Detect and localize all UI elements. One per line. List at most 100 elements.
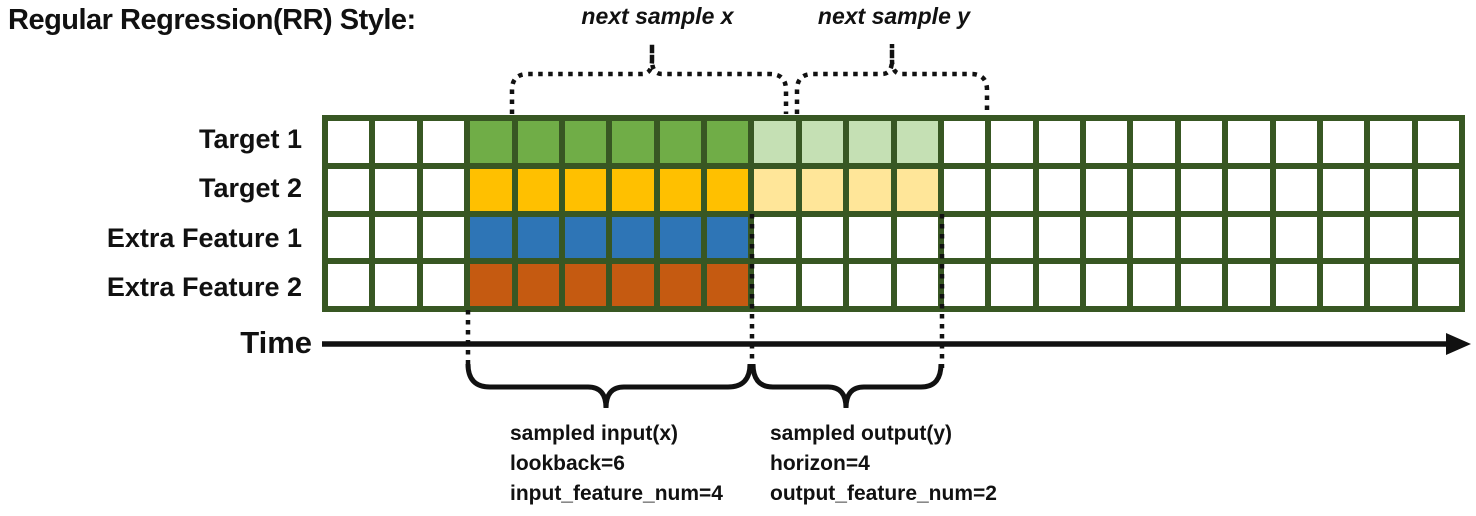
time-axis-arrowhead	[1446, 333, 1471, 355]
grid-cell	[707, 264, 749, 306]
input-feature-num-value: input_feature_num=4	[510, 482, 723, 505]
grid-cell	[1370, 216, 1412, 259]
sampled-input-brace	[465, 363, 753, 409]
row-label: Target 2	[198, 173, 302, 204]
grid-cell	[375, 121, 417, 163]
grid-cell	[1322, 121, 1365, 163]
grid-cell	[849, 168, 891, 211]
grid-cell	[422, 264, 465, 306]
grid-cell	[517, 121, 559, 163]
grid-cell	[896, 121, 938, 163]
grid-cell	[896, 264, 938, 306]
grid-cell	[1086, 168, 1128, 211]
grid-cell	[943, 168, 986, 211]
grid-cell	[1133, 121, 1175, 163]
grid-cell	[1038, 264, 1080, 306]
grid-cell	[801, 121, 844, 163]
grid-cell	[1370, 168, 1412, 211]
grid-cell	[1180, 216, 1223, 259]
lookback-value: lookback=6	[510, 452, 625, 475]
grid-cell	[1322, 216, 1365, 259]
grid-cell	[470, 121, 512, 163]
grid-cell	[707, 216, 749, 259]
grid-cell	[991, 121, 1033, 163]
grid-cell	[1086, 121, 1128, 163]
grid-cell	[1228, 264, 1270, 306]
grid-cell	[707, 121, 749, 163]
grid-cell	[470, 264, 512, 306]
grid-cell	[470, 216, 512, 259]
grid-cell	[754, 216, 796, 259]
grid-cell	[422, 168, 465, 211]
grid-cell	[1322, 264, 1365, 306]
grid-cell	[1133, 168, 1175, 211]
grid-cell	[328, 121, 370, 163]
grid-cell	[1133, 264, 1175, 306]
grid-cell	[1275, 168, 1317, 211]
grid-cell	[896, 216, 938, 259]
grid-cell	[659, 121, 701, 163]
grid-cell	[991, 216, 1033, 259]
grid-cell	[564, 121, 607, 163]
grid-cell	[943, 264, 986, 306]
grid-cell	[943, 121, 986, 163]
sampled-output-title: sampled output(y)	[770, 422, 952, 445]
grid-cell	[801, 216, 844, 259]
grid-cell	[1275, 121, 1317, 163]
grid-cell	[1180, 168, 1223, 211]
grid-cell	[328, 216, 370, 259]
grid-cell	[328, 264, 370, 306]
grid-cell	[1038, 121, 1080, 163]
grid-cell	[754, 168, 796, 211]
sampled-output-brace	[750, 363, 944, 409]
grid-cell	[564, 168, 607, 211]
grid-cell	[1370, 121, 1412, 163]
grid-cell	[1417, 168, 1459, 211]
grid-cell	[422, 121, 465, 163]
next-sample-x-brace	[509, 44, 789, 114]
grid-cell	[1275, 264, 1317, 306]
grid-cell	[1228, 216, 1270, 259]
grid-cell	[1038, 216, 1080, 259]
sampled-output-note: sampled output(y) horizon=4 output_featu…	[770, 419, 997, 509]
grid-cell	[1180, 264, 1223, 306]
grid-cell	[1417, 121, 1459, 163]
grid-cell	[564, 264, 607, 306]
grid-cell	[659, 168, 701, 211]
grid-cell	[1086, 264, 1128, 306]
grid-cell	[1228, 121, 1270, 163]
output-feature-num-value: output_feature_num=2	[770, 482, 997, 505]
grid-cell	[564, 216, 607, 259]
grid-cell	[1086, 216, 1128, 259]
grid-cell	[659, 216, 701, 259]
grid-cell	[1370, 264, 1412, 306]
grid-cell	[612, 216, 654, 259]
next-sample-y-brace	[794, 44, 990, 114]
grid-cell	[1417, 264, 1459, 306]
sampled-input-title: sampled input(x)	[510, 422, 679, 445]
page-title: Regular Regression(RR) Style:	[8, 4, 416, 36]
sampled-input-note: sampled input(x) lookback=6 input_featur…	[510, 419, 723, 509]
grid-cell	[612, 121, 654, 163]
row-labels: Target 1 Target 2 Extra Feature 1 Extra Fea…	[0, 115, 312, 312]
row-label: Extra Feature 2	[106, 271, 302, 302]
grid-cell	[1228, 168, 1270, 211]
grid-cell	[991, 264, 1033, 306]
grid-cell	[849, 216, 891, 259]
grid-cell	[375, 168, 417, 211]
next-sample-y-label: next sample y	[817, 3, 971, 29]
timeseries-grid	[322, 115, 1465, 312]
grid-cell	[849, 121, 891, 163]
grid-cell	[517, 216, 559, 259]
next-sample-x-label: next sample x	[581, 3, 734, 29]
grid-cell	[517, 264, 559, 306]
grid-cell	[1038, 168, 1080, 211]
row-label: Extra Feature 1	[106, 222, 302, 253]
row-label: Target 1	[198, 124, 302, 155]
horizon-value: horizon=4	[770, 452, 870, 475]
time-axis-label: Time	[240, 325, 312, 360]
grid-cell	[328, 168, 370, 211]
grid-cell	[1180, 121, 1223, 163]
grid-cell	[801, 168, 844, 211]
grid-cell	[707, 168, 749, 211]
